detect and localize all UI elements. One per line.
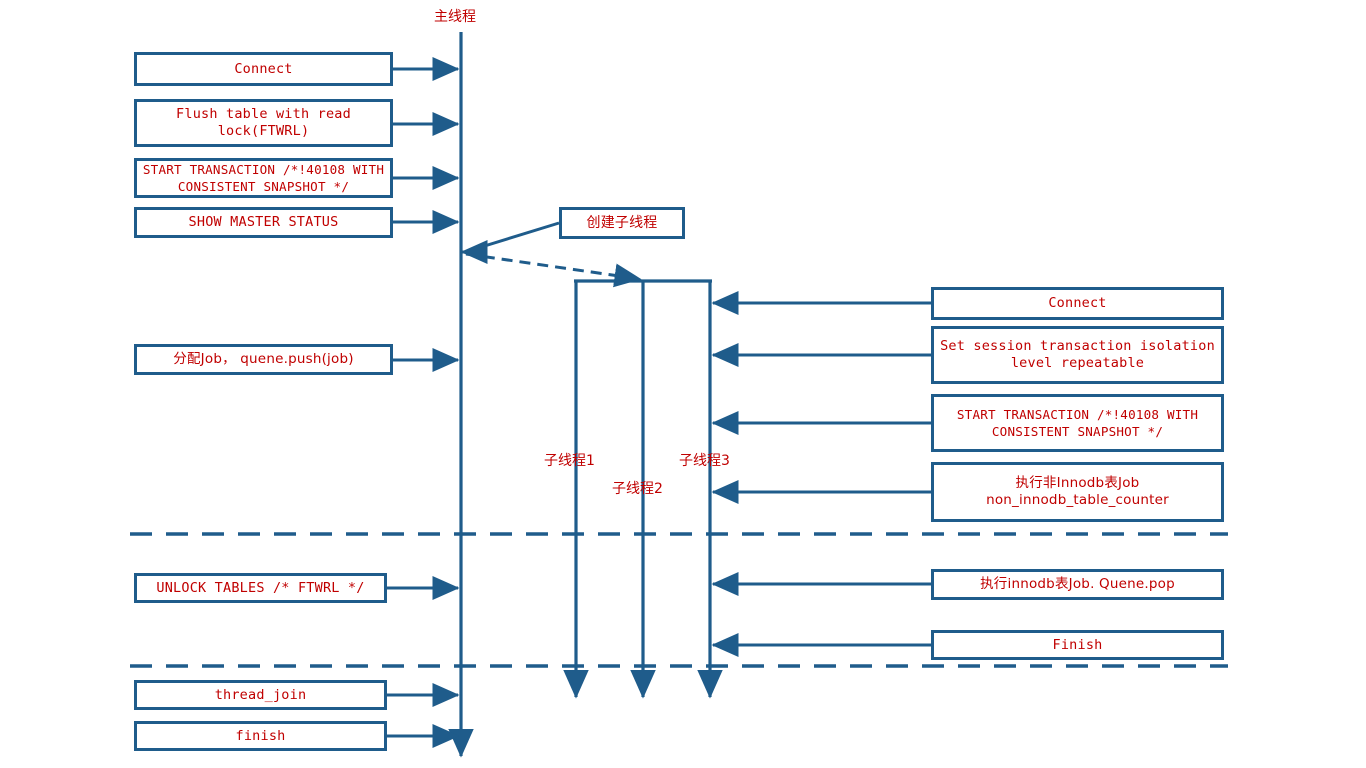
callout-leader-line: [464, 221, 560, 254]
box-assign-job[interactable]: 分配Job， quene.push(job): [134, 344, 393, 375]
left-arrows: [387, 57, 460, 748]
box-flush-table-with-read-lock[interactable]: Flush table with read lock(FTWRL): [134, 99, 393, 147]
spawn-dashed-arrow: [465, 252, 642, 288]
box-child-start-transaction[interactable]: START TRANSACTION /*!40108 WITH CONSISTE…: [931, 394, 1224, 452]
box-connect[interactable]: Connect: [134, 52, 393, 86]
label-child-thread-3: 子线程3: [679, 453, 730, 469]
box-create-child-threads[interactable]: 创建子线程: [559, 207, 685, 239]
box-child-finish[interactable]: Finish: [931, 630, 1224, 660]
box-unlock-tables[interactable]: UNLOCK TABLES /* FTWRL */: [134, 573, 387, 603]
box-non-innodb-job[interactable]: 执行非Innodb表Job non_innodb_table_counter: [931, 462, 1224, 522]
box-set-session-isolation[interactable]: Set session transaction isolation level …: [931, 326, 1224, 384]
thread-spawn-connector: [460, 221, 642, 288]
label-child-thread-1: 子线程1: [544, 453, 595, 469]
child-thread-lifelines: [563, 279, 723, 699]
box-innodb-job[interactable]: 执行innodb表Job. Quene.pop: [931, 569, 1224, 600]
box-show-master-status[interactable]: SHOW MASTER STATUS: [134, 207, 393, 238]
box-thread-join[interactable]: thread_join: [134, 680, 387, 710]
box-child-connect[interactable]: Connect: [931, 287, 1224, 320]
phase-separators: [130, 532, 1228, 668]
right-arrows: [711, 291, 931, 657]
label-child-thread-2: 子线程2: [612, 481, 663, 497]
box-start-transaction[interactable]: START TRANSACTION /*!40108 WITH CONSISTE…: [134, 158, 393, 198]
label-main-thread: 主线程: [434, 9, 476, 25]
box-finish-main[interactable]: finish: [134, 721, 387, 751]
